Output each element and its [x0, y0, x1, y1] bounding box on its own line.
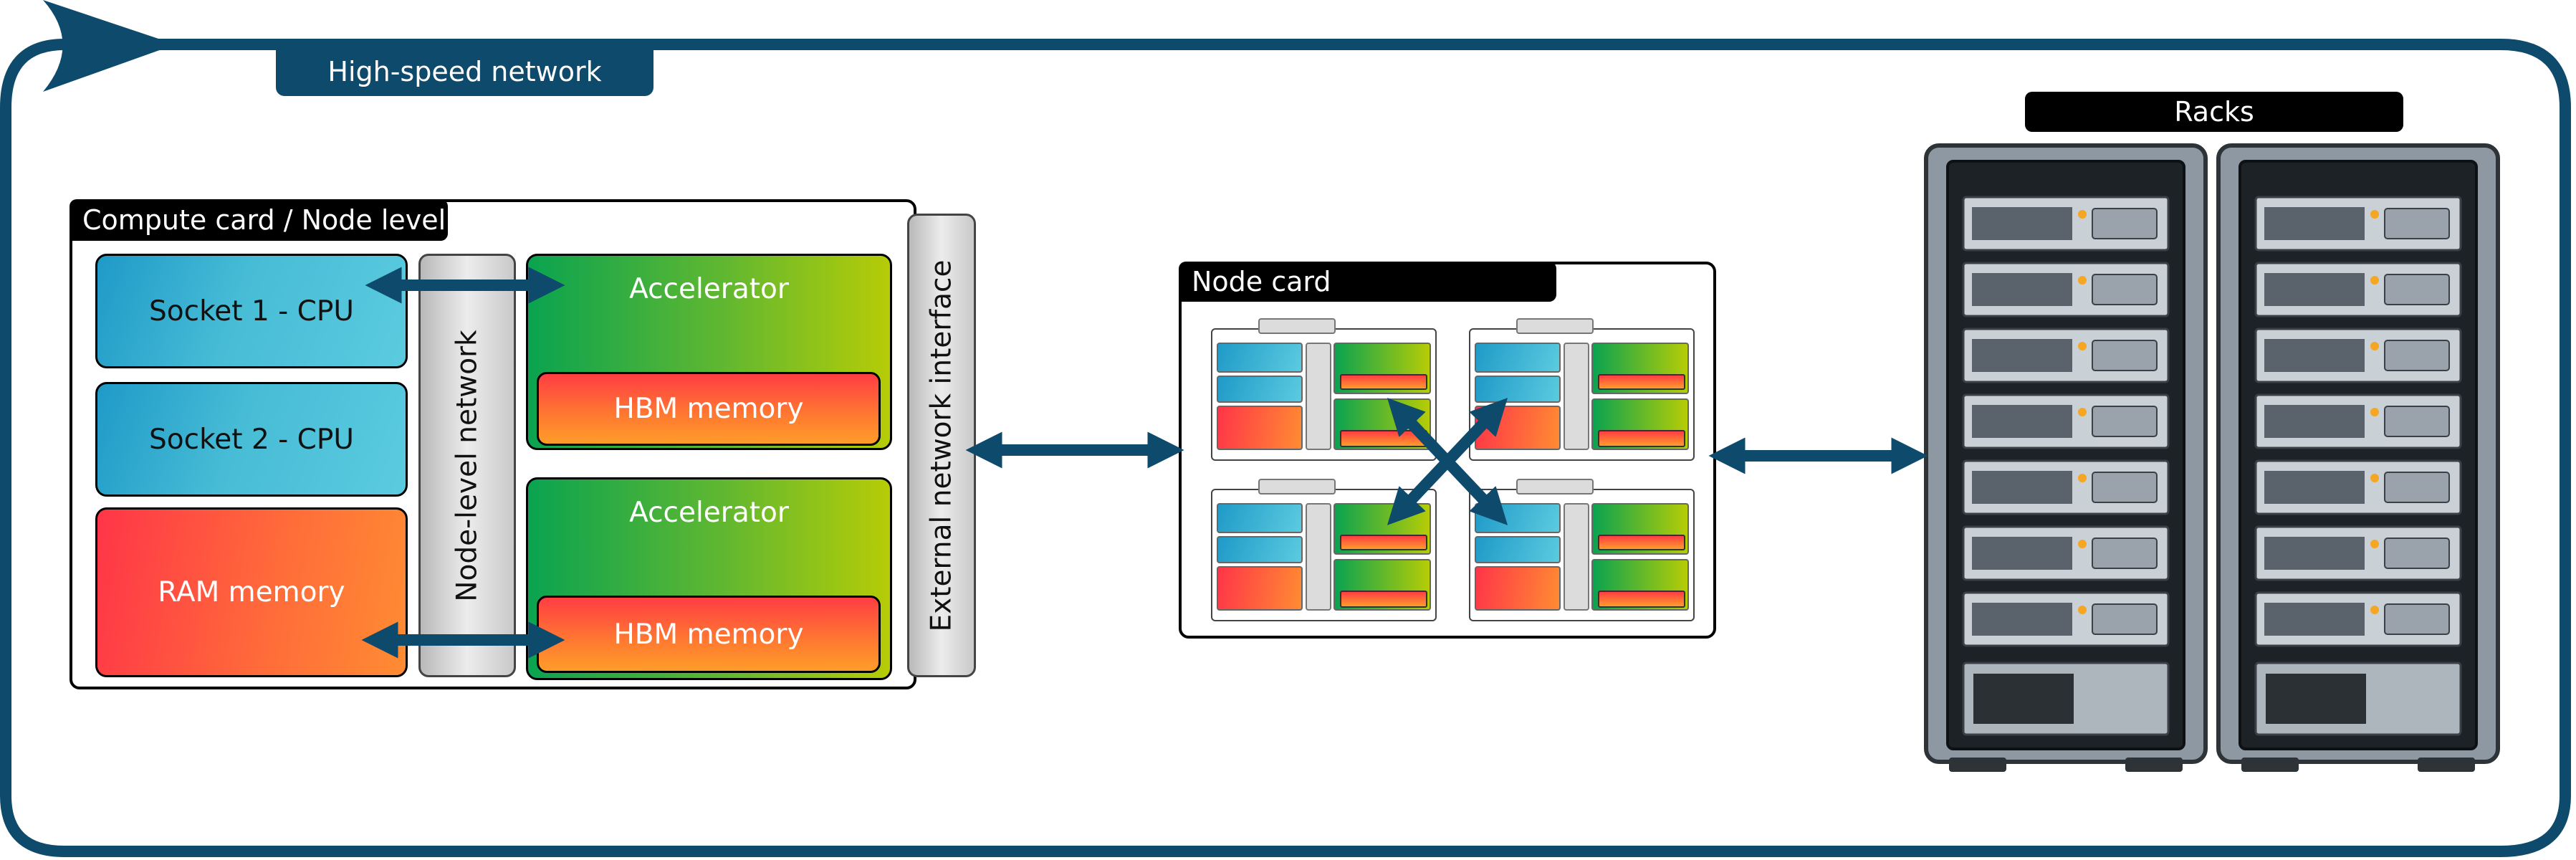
mini-card-1-socket-2 — [1217, 376, 1303, 403]
node-card-title: Node card — [1179, 262, 1556, 302]
server-racks — [1924, 143, 2500, 772]
socket-1-cpu: Socket 1 - CPU — [95, 254, 408, 368]
mini-card-3-tab — [1258, 479, 1336, 494]
accelerator-top-label: Accelerator — [629, 273, 789, 305]
rack-left-server-1-status-icon — [2078, 210, 2087, 219]
hbm-memory-bottom: HBM memory — [537, 596, 881, 673]
rack-left-foot-right — [2125, 758, 2183, 772]
mini-card-3-hbm-2 — [1340, 591, 1427, 608]
rack-right-server-5-drive — [2384, 472, 2450, 503]
external-network-interface-label: External network interface — [925, 259, 958, 631]
mini-card-2-ram — [1475, 406, 1561, 450]
rack-right-server-3-vent — [2264, 339, 2365, 372]
rack-right-server-3-drive — [2384, 340, 2450, 371]
mini-card-4-ram — [1475, 566, 1561, 611]
mini-card-4-tab — [1516, 479, 1594, 494]
rack-left-server-2-status-icon — [2078, 276, 2087, 285]
rack-left-server-5-status-icon — [2078, 474, 2087, 482]
mini-card-1-ram — [1217, 406, 1303, 450]
rack-left-foot-left — [1949, 758, 2006, 772]
rack-right-server-1-drive — [2384, 208, 2450, 239]
mini-card-2-socket-2 — [1475, 376, 1561, 403]
rack-right-server-6-drive — [2384, 538, 2450, 569]
compute-card-title: Compute card / Node level — [70, 199, 448, 241]
mini-card-2-hbm-2 — [1598, 430, 1685, 447]
rack-right-server-4-drive — [2384, 406, 2450, 437]
rack-left-server-5-vent — [1972, 471, 2072, 504]
socket-2-cpu: Socket 2 - CPU — [95, 382, 408, 497]
hbm-memory-top: HBM memory — [537, 372, 881, 446]
rack-left-server-5-drive — [2092, 472, 2158, 503]
rack-left-server-1-vent — [1972, 207, 2072, 240]
mini-card-1-network — [1306, 343, 1331, 450]
node-level-network-label: Node-level network — [451, 329, 484, 602]
rack-left-server-3-status-icon — [2078, 342, 2087, 350]
mini-card-4-hbm-2 — [1598, 591, 1685, 608]
mini-card-1-tab — [1258, 318, 1336, 334]
accelerator-bottom-label: Accelerator — [629, 497, 789, 529]
mini-card-1-socket-1 — [1217, 343, 1303, 373]
mini-card-3-socket-1 — [1217, 503, 1303, 533]
high-speed-network-label: High-speed network — [276, 47, 653, 96]
rack-left-server-4-status-icon — [2078, 408, 2087, 416]
mini-card-2-hbm-1 — [1598, 374, 1685, 390]
node-level-network: Node-level network — [418, 254, 516, 677]
rack-right-base-vent — [2266, 674, 2366, 724]
rack-left-server-3-vent — [1972, 339, 2072, 372]
rack-left-server-3-drive — [2092, 340, 2158, 371]
rack-left-server-6-status-icon — [2078, 540, 2087, 548]
rack-left-server-4-vent — [1972, 405, 2072, 438]
rack-right-server-7-vent — [2264, 603, 2365, 636]
rack-right-foot-right — [2418, 758, 2475, 772]
rack-right-server-6-vent — [2264, 537, 2365, 570]
mini-card-3-hbm-1 — [1340, 535, 1427, 550]
rack-left-base-vent — [1973, 674, 2074, 724]
rack-right-server-3-status-icon — [2370, 342, 2379, 350]
rack-right-server-1-status-icon — [2370, 210, 2379, 219]
mini-card-3-network — [1306, 503, 1331, 611]
rack-right-server-2-vent — [2264, 273, 2365, 306]
network-ring-path — [0, 39, 2571, 857]
rack-right-server-1-vent — [2264, 207, 2365, 240]
rack-right-server-4-status-icon — [2370, 408, 2379, 416]
rack-right-foot-left — [2241, 758, 2299, 772]
racks-title: Racks — [2025, 92, 2403, 132]
rack-left-server-1-drive — [2092, 208, 2158, 239]
external-network-interface: External network interface — [907, 214, 976, 677]
rack-right-server-5-status-icon — [2370, 474, 2379, 482]
rack-left-server-6-vent — [1972, 537, 2072, 570]
mini-card-2-network — [1564, 343, 1589, 450]
mini-card-4-network — [1564, 503, 1589, 611]
rack-right-server-7-drive — [2384, 603, 2450, 635]
mini-card-3-socket-2 — [1217, 536, 1303, 563]
rack-left-server-7-vent — [1972, 603, 2072, 636]
rack-right-server-2-status-icon — [2370, 276, 2379, 285]
mini-card-4-socket-2 — [1475, 536, 1561, 563]
rack-left-server-2-drive — [2092, 274, 2158, 305]
rack-right-server-5-vent — [2264, 471, 2365, 504]
ram-memory: RAM memory — [95, 507, 408, 677]
mini-card-2-tab — [1516, 318, 1594, 334]
rack-left-server-2-vent — [1972, 273, 2072, 306]
rack-left-server-7-status-icon — [2078, 606, 2087, 614]
rack-left-server-4-drive — [2092, 406, 2158, 437]
mini-card-3-ram — [1217, 566, 1303, 611]
rack-right-server-4-vent — [2264, 405, 2365, 438]
mini-card-1-hbm-2 — [1340, 430, 1427, 447]
mini-card-4-hbm-1 — [1598, 535, 1685, 550]
mini-card-2-socket-1 — [1475, 343, 1561, 373]
mini-card-1-hbm-1 — [1340, 374, 1427, 390]
mini-card-4-socket-1 — [1475, 503, 1561, 533]
rack-left-server-6-drive — [2092, 538, 2158, 569]
rack-right-server-6-status-icon — [2370, 540, 2379, 548]
network-direction-arrow-icon — [43, 0, 176, 92]
rack-right-server-2-drive — [2384, 274, 2450, 305]
rack-left-server-7-drive — [2092, 603, 2158, 635]
rack-right-server-7-status-icon — [2370, 606, 2379, 614]
